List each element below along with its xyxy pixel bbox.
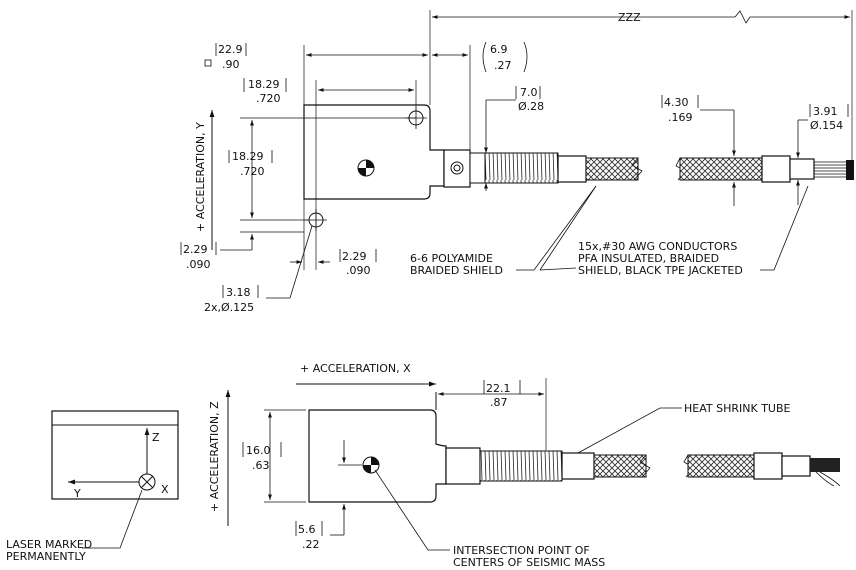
conductor-ends-top [814,161,852,178]
dim-22-1-in: .87 [490,396,508,409]
seismic-center-icon [357,159,375,177]
label-laser-2: PERMANENTLY [6,550,86,563]
label-polyamide-1: 6-6 POLYAMIDE [410,252,493,265]
dim-5-6-in: .22 [302,538,320,551]
dim-18-29-horizontal-mm: 18.29 [248,78,280,91]
braided-cable-side [593,454,647,478]
dim-2-29-vertical-mm: 2.29 [183,243,208,256]
dim-7-0-in: Ø.28 [518,100,544,113]
dim-zzz: ZZZ [618,11,641,24]
dim-6-9-in: .27 [494,59,512,72]
side-view: Z Y X LASER MARKED PERMANENTLY + ACCELER… [6,362,841,569]
dim-3-18-in: 2x,Ø.125 [204,301,254,314]
dim-6-9-mm: 6.9 [490,43,508,56]
dim-16-0-mm: 16.0 [246,444,271,457]
axis-label-z: Z [152,431,160,444]
sensor-body-side [308,409,447,503]
label-polyamide-2: BRAIDED SHIELD [410,264,503,277]
heat-shrink-side [561,452,595,480]
set-screw-icon [450,161,464,175]
label-conductors-3: SHIELD, BLACK TPE JACKETED [578,264,743,277]
axis-label-y: Y [73,487,81,500]
conductor-ends-side [810,458,841,487]
dim-2-29-vertical-in: .090 [186,258,211,271]
label-intersection-2: CENTERS OF SEISMIC MASS [453,556,605,569]
dim-18-29-vertical-mm: 18.29 [232,150,264,163]
label-acceleration-x: + ACCELERATION, X [300,362,411,375]
top-view: ZZZ 22.9 .90 6.9 .27 18.29 .720 18.29 .7… [180,10,854,314]
label-heat-shrink: HEAT SHRINK TUBE [684,402,791,415]
connector-block-top [443,149,471,188]
label-conductors-2: PFA INSULATED, BRAIDED [578,252,719,265]
dim-18-29-horizontal-in: .720 [256,92,281,105]
dim-2-29-horizontal-mm: 2.29 [342,250,367,263]
dim-3-91-mm: 3.91 [813,105,838,118]
dim-5-6-mm: 5.6 [298,523,316,536]
square-symbol-icon [204,59,212,67]
strain-relief-top [484,152,559,184]
dim-4-30-in: .169 [668,111,693,124]
label-laser-1: LASER MARKED [6,538,92,551]
label-acceleration-y: + ACCELERATION, Y [194,122,207,232]
dim-22-1-mm: 22.1 [486,382,511,395]
dim-3-18-mm: 3.18 [226,286,251,299]
dim-22-9-in: .90 [222,58,240,71]
label-intersection-1: INTERSECTION POINT OF [453,544,590,557]
dim-3-91-in: Ø.154 [810,119,843,132]
seismic-center-icon [362,456,380,474]
dim-4-30-mm: 4.30 [664,96,689,109]
label-conductors-1: 15x,#30 AWG CONDUCTORS [578,240,737,253]
dim-16-0-in: .63 [252,459,270,472]
label-acceleration-z: + ACCELERATION, Z [208,401,221,512]
orientation-box [51,410,179,500]
dim-7-0-mm: 7.0 [520,86,538,99]
dim-18-29-vertical-in: .720 [240,165,265,178]
heat-shrink-top [557,155,587,183]
strain-relief-side [479,450,563,482]
dim-2-29-horizontal-in: .090 [346,264,371,277]
dim-22-9-mm: 22.9 [218,43,243,56]
axis-label-x: X [161,483,169,496]
braided-cable-top [585,157,639,181]
